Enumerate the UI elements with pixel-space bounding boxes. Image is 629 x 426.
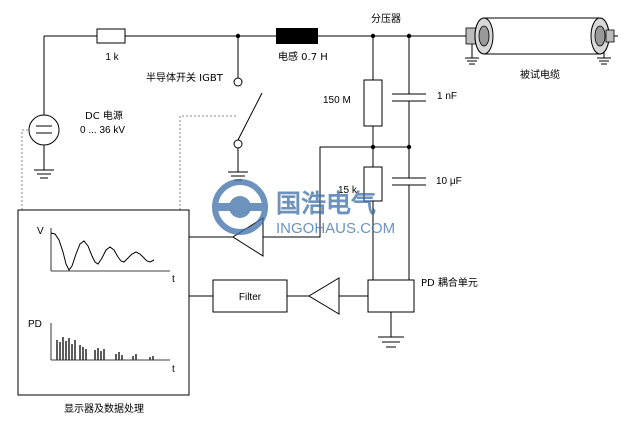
watermark-logo-icon <box>212 179 268 235</box>
filter-label: Filter <box>239 292 262 303</box>
amplifier-lower-icon <box>287 277 368 315</box>
dc-ground-icon <box>34 169 54 179</box>
dc-source-label: DC 电源 <box>85 109 123 122</box>
divider-capacitors <box>373 36 426 280</box>
dc-source-range: 0 ... 36 kV <box>80 125 125 136</box>
pd-plot-x-label: t <box>172 364 175 375</box>
dc-control-line <box>21 129 29 210</box>
resistor-15k-label: 15 k <box>338 185 358 196</box>
display-box <box>17 209 190 396</box>
resistor-1k <box>96 28 126 44</box>
divider-tap-wire <box>263 146 373 238</box>
watermark-cn: 国浩电气 <box>276 189 376 218</box>
inductor <box>276 28 318 44</box>
watermark-en: INGOHAUS.COM <box>276 220 395 237</box>
resistor-150m <box>363 79 383 127</box>
coupling-unit-label: PD 耦合单元 <box>421 276 478 289</box>
divider-label: 分压器 <box>371 13 401 25</box>
cap-10uf-label: 10 μF <box>436 176 462 187</box>
voltage-plot-y-label: V <box>37 226 44 237</box>
divider-resistors <box>363 36 383 280</box>
voltage-plot-x-label: t <box>172 274 175 285</box>
amplifier-upper-icon <box>189 217 264 257</box>
cap-1nf-label: 1 nF <box>437 91 457 102</box>
cable-label: 被试电缆 <box>520 68 560 81</box>
pd-plot <box>50 323 170 361</box>
igbt-ground-icon <box>228 171 248 181</box>
igbt-control-line <box>179 115 238 210</box>
cable-icon <box>458 17 618 65</box>
filter-block <box>189 279 288 313</box>
top-bus <box>44 33 458 39</box>
igbt-label: 半导体开关 IGBT <box>146 71 224 84</box>
coupling-unit <box>367 279 415 348</box>
resistor-1k-label: 1 k <box>105 52 119 63</box>
display-label: 显示器及数据处理 <box>64 402 144 415</box>
voltage-plot <box>50 228 170 272</box>
resistor-150m-label: 150 M <box>323 95 351 106</box>
igbt-switch <box>233 36 263 172</box>
inductor-label: 电感 0.7 H <box>278 50 328 63</box>
pd-plot-y-label: PD <box>28 319 42 330</box>
dc-source <box>28 36 60 170</box>
